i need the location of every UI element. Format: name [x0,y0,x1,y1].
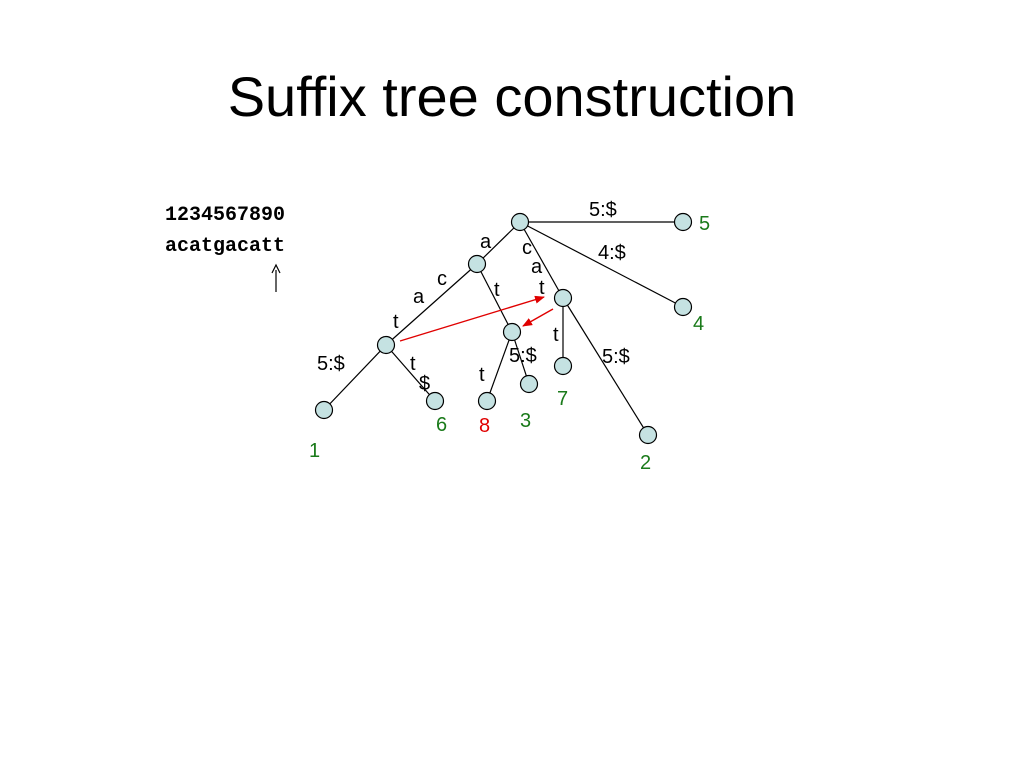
leaf-node-3 [519,374,539,394]
slide-title: Suffix tree construction [227,65,797,128]
edge-root-leaf4 [519,221,684,308]
edge-label-a-node-c: c [437,268,447,290]
edge-label-root-to-5: 5:$ [589,199,617,221]
right-node [553,288,573,308]
leaf-label-2: 2 [640,452,651,474]
leaf-node-4 [673,297,693,317]
edge-label-left-t-leaf: t [410,353,416,375]
edge-mid-leaf3 [511,331,530,385]
edge-right-leaf2 [562,297,649,436]
edge-label-root-to-4: 4:$ [598,242,626,264]
edge-root-right-node [519,221,564,299]
sequence-index-row: 1234567890 [165,204,286,227]
leaf-node-1 [314,400,334,420]
edge-label-c-branch-t: t [539,277,545,299]
leaf-label-5: 5 [699,213,710,235]
edge-left-leaf6 [385,344,436,402]
edge-a-node-mid-node [476,263,513,333]
edge-label-mid-to-3: 5:$ [509,345,537,367]
suffix-link-right-to-mid [522,308,554,327]
left-node [376,335,396,355]
leaf-label-1: 1 [309,440,320,462]
edge-left-leaf1 [323,344,387,411]
sequence-string-row: acatgacatt [165,235,286,258]
edge-label-right-to-2: 5:$ [602,346,630,368]
edge-a-node-left-node [385,263,478,346]
leaf-label-3: 3 [520,410,531,432]
leaf-label-7: 7 [557,388,568,410]
edge-label-a-node-t: t [494,279,500,301]
leaf-label-4: 4 [693,313,704,335]
edge-label-right-t: t [553,324,559,346]
edge-label-mid-t: t [479,364,485,386]
edge-root-a-node [476,221,521,265]
leaf-label-6: 6 [436,414,447,436]
a-node [467,254,487,274]
leaf-node-7 [553,356,573,376]
current-position-arrowhead [271,263,281,274]
leaf-label-8: 8 [479,415,490,437]
leaf-node-2 [638,425,658,445]
suffix-link-left-to-right [399,295,545,342]
edge-label-root-c: c [522,237,532,259]
mid-node [502,322,522,342]
leaf-node-6 [425,391,445,411]
edge-label-left-t: t [393,311,399,333]
edge-label-root-a: a [480,231,492,253]
edge-label-left-a: a [413,286,425,308]
leaf-node-8 [477,391,497,411]
edge-label-left-dollar: $ [419,373,430,395]
edge-label-c-branch-a: a [531,256,543,278]
leaf-node-5 [673,212,693,232]
edge-mid-leaf8 [486,331,513,402]
edge-label-left-to-1: 5:$ [317,353,345,375]
root-node [510,212,530,232]
